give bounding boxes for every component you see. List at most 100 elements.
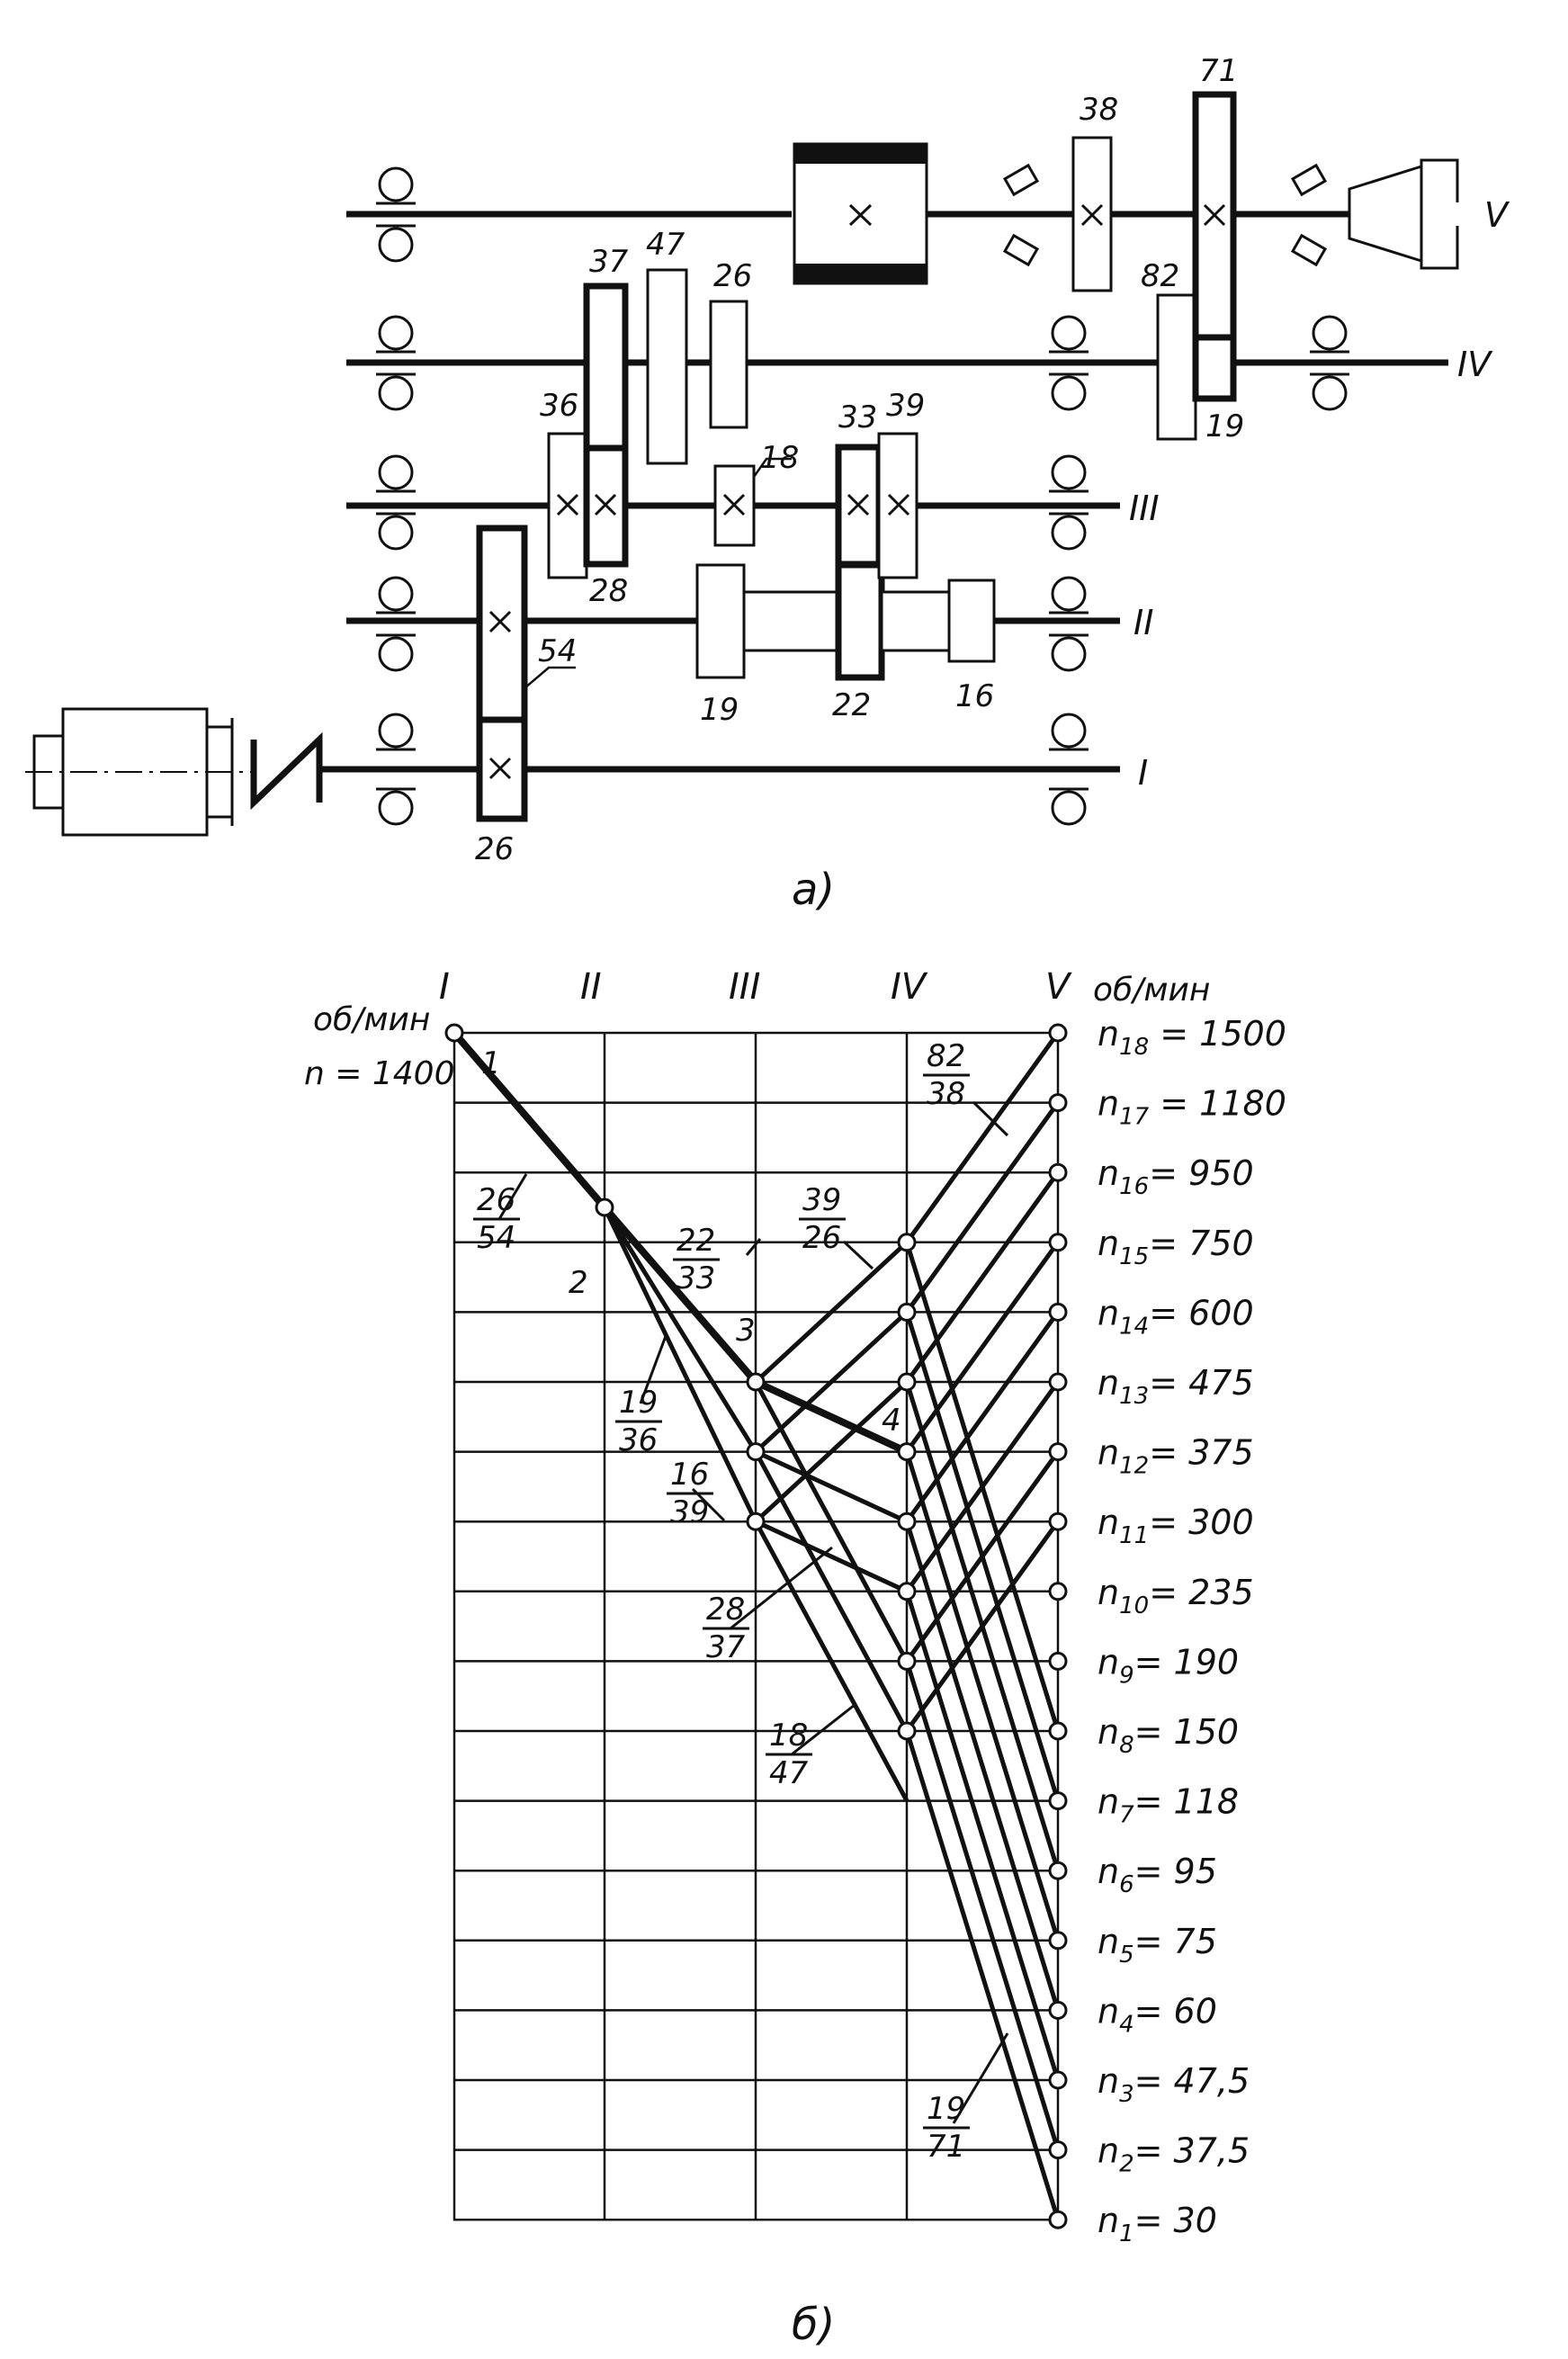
- ratio-denominator: 37: [706, 1629, 746, 1665]
- gear-label-26-i: 26: [475, 831, 514, 867]
- node-number-2: 2: [569, 1265, 588, 1301]
- speed-ray: [754, 1519, 909, 1594]
- node-number-4: 4: [882, 1403, 901, 1439]
- speed-ray: [904, 1730, 1061, 2220]
- speed-ray: [754, 1378, 909, 1456]
- ratio-numerator: 16: [670, 1457, 709, 1493]
- speed-node: [1048, 1721, 1068, 1741]
- gear-label-33: 33: [838, 399, 877, 435]
- speed-node: [897, 1233, 917, 1252]
- electric-motor: [25, 707, 252, 837]
- ratio-denominator: 33: [676, 1260, 715, 1296]
- speed-node: [1048, 2210, 1068, 2229]
- ratio-leader: [497, 1173, 528, 1220]
- speed-chart: I II III IV V об/мин n = 1400 об/мин 1 2…: [304, 966, 1286, 2350]
- ratio-leader: [791, 1703, 856, 1756]
- shaft-label-v: V: [1484, 195, 1510, 235]
- speed-node: [1048, 1442, 1068, 1462]
- shaft-label-iv: IV: [1457, 345, 1493, 384]
- speed-ray: [754, 1449, 909, 1524]
- speed-node: [746, 1511, 766, 1531]
- speed-node: [1048, 1791, 1068, 1811]
- ratio-numerator: 82: [927, 1038, 965, 1074]
- speed-node: [1048, 1162, 1068, 1182]
- speed-label: n7= 118: [1098, 1782, 1239, 1829]
- speed-ray: [754, 1240, 909, 1384]
- gear-label-19-ii: 19: [700, 692, 739, 728]
- chart-nodes: [444, 1023, 1068, 2229]
- spindle-assembly: [793, 142, 1459, 285]
- gear-label-37: 37: [589, 244, 629, 280]
- speed-node: [746, 1372, 766, 1392]
- speed-node: [1048, 1023, 1068, 1043]
- gear-label-54: 54: [538, 633, 577, 669]
- speed-label: n12= 375: [1098, 1433, 1254, 1480]
- shaft-label-ii: II: [1133, 603, 1153, 642]
- ratio-denominator: 36: [619, 1422, 658, 1458]
- speed-ray: [754, 1310, 909, 1454]
- speed-label: n18 = 1500: [1098, 1014, 1286, 1061]
- speed-node: [1048, 1302, 1068, 1322]
- ratio-denominator: 71: [927, 2129, 965, 2165]
- gear-label-71: 71: [1199, 53, 1238, 89]
- chart-rays: [451, 1030, 1061, 2220]
- gear-label-19-iv: 19: [1205, 408, 1244, 444]
- ratio-numerator: 19: [619, 1385, 658, 1421]
- ratio-numerator: 18: [769, 1718, 808, 1754]
- speed-node: [897, 1651, 917, 1671]
- speed-label: n17 = 1180: [1098, 1084, 1286, 1131]
- speed-node: [1048, 2140, 1068, 2160]
- speed-ray: [904, 1520, 1061, 2012]
- gear-label-22: 22: [832, 687, 871, 723]
- speed-label: n15= 750: [1098, 1224, 1254, 1270]
- speed-node: [897, 1721, 917, 1741]
- speed-node: [444, 1023, 464, 1043]
- gear-label-16: 16: [955, 678, 994, 714]
- gears: [476, 91, 1237, 822]
- speed-label: n1= 30: [1098, 2201, 1217, 2247]
- speed-ray: [602, 1206, 758, 1523]
- speed-node: [1048, 1582, 1068, 1601]
- speed-node: [1048, 1511, 1068, 1531]
- input-speed-label: n = 1400: [304, 1055, 454, 1092]
- gear-label-28: 28: [589, 573, 628, 609]
- node-numbers: 1 2 3 4: [481, 1045, 901, 1439]
- node-number-3: 3: [736, 1313, 756, 1349]
- gear-label-38: 38: [1080, 92, 1118, 128]
- speed-node: [897, 1511, 917, 1531]
- leader-lines: [524, 457, 792, 689]
- speed-label: n4= 60: [1098, 1991, 1217, 2038]
- speed-ray: [754, 1380, 909, 1524]
- shaft-label-iii: III: [1129, 489, 1160, 528]
- column-label-iii: III: [729, 966, 760, 1008]
- ratio-numerator: 39: [802, 1182, 841, 1218]
- gear-label-39: 39: [886, 388, 925, 424]
- speed-ray: [904, 1101, 1061, 1314]
- speed-node: [1048, 2070, 1068, 2090]
- bearings-left: [376, 166, 416, 826]
- speed-label: n2= 37,5: [1098, 2131, 1250, 2178]
- speed-ray: [904, 1311, 1061, 1802]
- coupling-symbol: [250, 731, 323, 811]
- gear-label-47: 47: [646, 227, 685, 263]
- node-number-1: 1: [481, 1045, 501, 1081]
- speed-ray: [753, 1520, 909, 1802]
- speed-label: n11= 300: [1098, 1502, 1254, 1549]
- speed-node: [897, 1442, 917, 1462]
- speed-node: [1048, 1651, 1068, 1671]
- ratio-leader: [691, 1487, 726, 1522]
- speed-label: n5= 75: [1098, 1922, 1217, 1969]
- speed-ray: [602, 1206, 758, 1453]
- speed-ray: [904, 1171, 1061, 1384]
- speed-ray: [904, 1242, 1061, 1732]
- column-label-i: I: [439, 966, 450, 1008]
- speed-node: [897, 1302, 917, 1322]
